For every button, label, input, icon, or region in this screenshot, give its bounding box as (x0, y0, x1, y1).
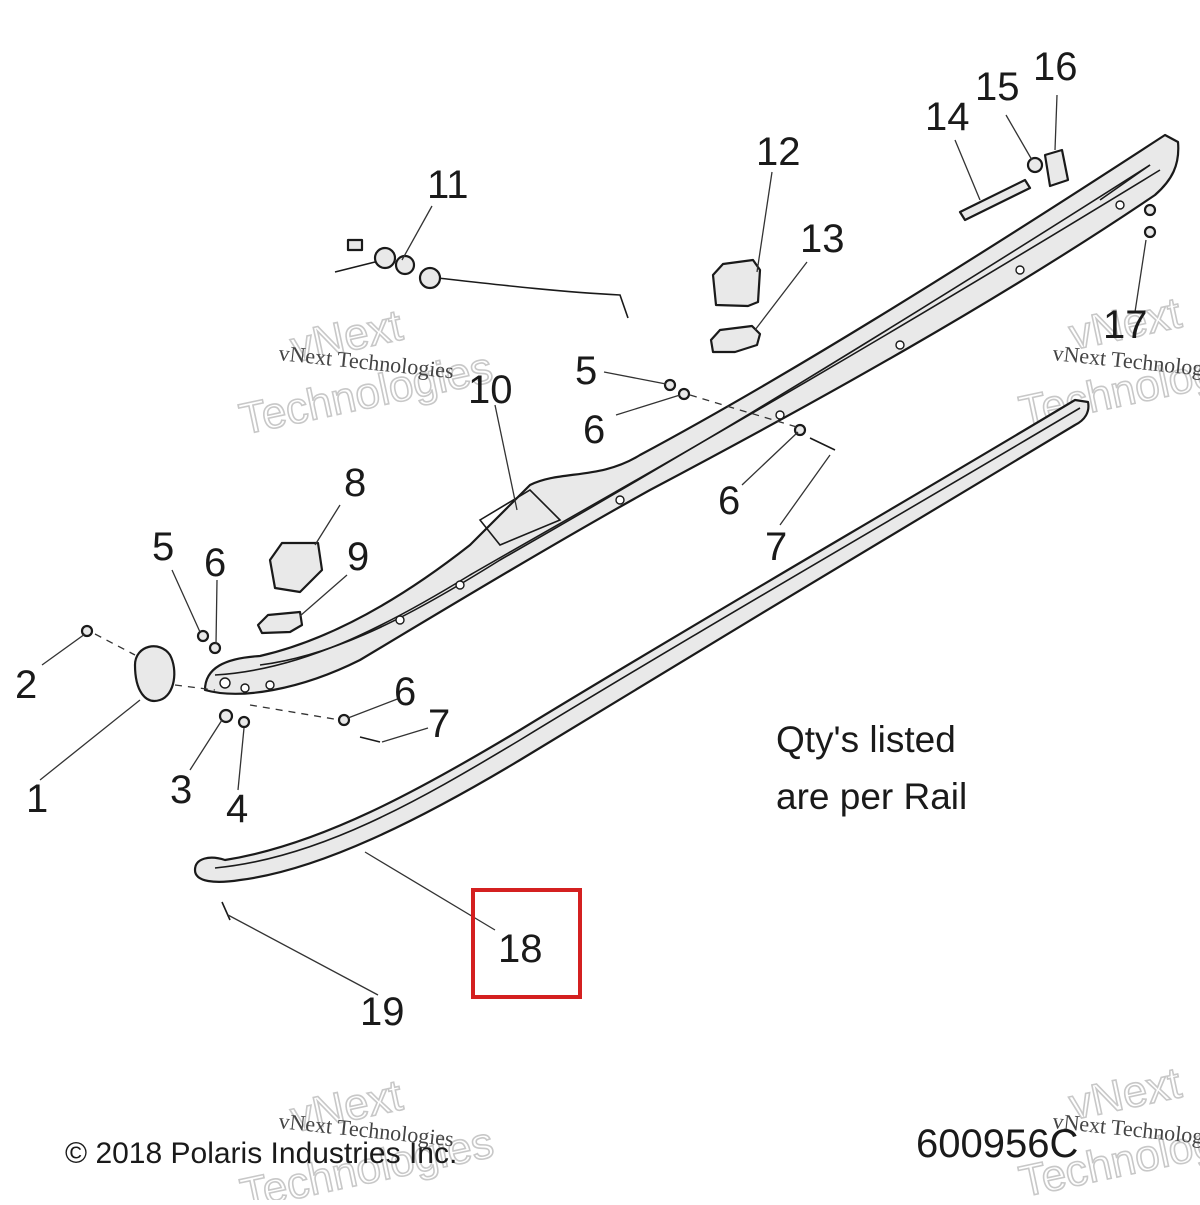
note-line-1: Qty's listed (776, 719, 956, 760)
callout-6-bottom: 6 (394, 670, 416, 714)
note-line-2: are per Rail (776, 776, 967, 817)
front-block-part (133, 645, 176, 703)
copyright-text: © 2018 Polaris Industries Inc. (65, 1137, 457, 1170)
callout-5-mid: 5 (575, 349, 597, 393)
callout-6-mid: 6 (583, 408, 605, 452)
spring-rod-part (334, 238, 629, 319)
callout-7-right: 7 (765, 525, 787, 569)
callout-19: 19 (360, 990, 405, 1034)
assembly-lines (94, 394, 801, 721)
bolt-part-14 (958, 178, 1032, 222)
callout-3: 3 (170, 768, 192, 812)
callout-2: 2 (15, 663, 37, 707)
callout-6-left: 6 (204, 541, 226, 585)
callout-11: 11 (427, 163, 469, 207)
wear-bar-part (193, 398, 1090, 883)
callout-16: 16 (1033, 45, 1078, 89)
callout-labels: 1 2 3 4 5 6 8 9 10 11 12 13 5 6 6 7 6 7 … (15, 45, 1148, 1034)
washer-part-15 (1026, 156, 1044, 174)
callout-1: 1 (26, 777, 48, 821)
plate-part-16 (1043, 148, 1070, 188)
callout-5-left: 5 (152, 525, 174, 569)
insert-part-13 (709, 324, 762, 354)
bracket-part-12 (711, 258, 762, 308)
callout-12: 12 (756, 130, 801, 174)
callout-14: 14 (925, 95, 970, 139)
callout-15: 15 (975, 65, 1020, 109)
callout-7-bottom: 7 (428, 702, 450, 746)
callout-17: 17 (1103, 303, 1148, 347)
callout-10: 10 (468, 368, 513, 412)
callout-4: 4 (226, 787, 248, 831)
leader-lines (39, 94, 1147, 996)
callout-6-right: 6 (718, 479, 740, 523)
slide-rail-part (203, 133, 1180, 695)
callout-18: 18 (498, 927, 543, 971)
callout-8: 8 (344, 461, 366, 505)
diagram-part-number: 600956C (916, 1122, 1078, 1166)
insert-part-9 (256, 610, 304, 635)
callout-13: 13 (800, 217, 845, 261)
highlight-box (471, 888, 582, 999)
clip-part-8 (268, 541, 324, 594)
callout-9: 9 (347, 535, 369, 579)
